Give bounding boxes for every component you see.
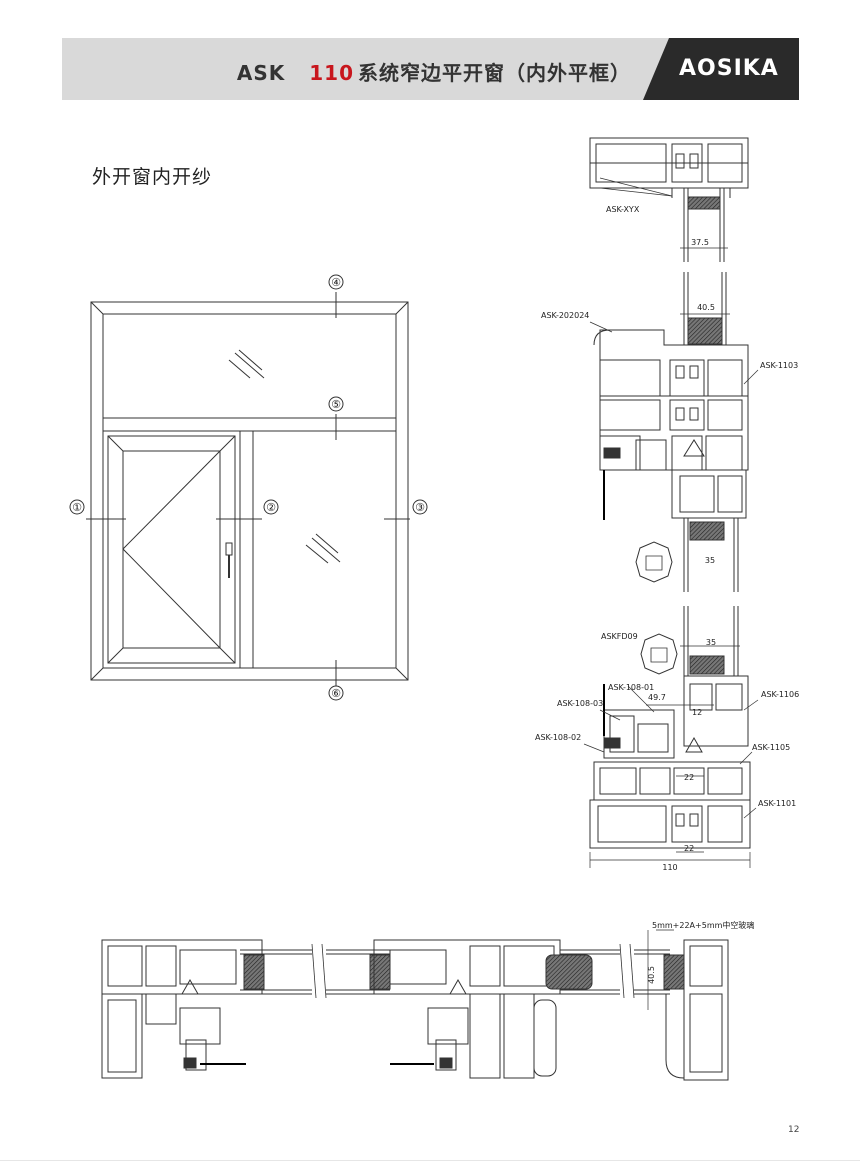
dim-bottom-glass: 35 xyxy=(706,638,716,647)
marker-2: ② xyxy=(266,501,276,514)
marker-4: ④ xyxy=(331,276,341,289)
marker-3: ③ xyxy=(415,501,425,514)
dim-horizontal-glass: 40.5 xyxy=(647,966,656,984)
dim-total-width: 110 xyxy=(662,863,677,872)
glass-spec-note: 5mm+22A+5mm中空玻璃 xyxy=(652,920,754,930)
label-ask-108-03: ASK-108-03 xyxy=(557,699,603,708)
dim-top-glass: 37.5 xyxy=(691,238,709,247)
brand-logo: AOSIKA xyxy=(643,38,799,100)
label-ask-xyx: ASK-XYX xyxy=(606,205,640,214)
label-ask-1101: ASK-1101 xyxy=(758,799,796,808)
section-title: 外开窗内开纱 xyxy=(92,166,213,188)
label-ask-1106: ASK-1106 xyxy=(761,690,799,699)
marker-1: ① xyxy=(72,501,82,514)
label-ask-1105: ASK-1105 xyxy=(752,743,790,752)
header-series-number: 110 xyxy=(309,61,354,85)
top-profile-section xyxy=(589,137,749,262)
dim-49-7: 49.7 xyxy=(648,693,666,702)
dim-middle-glass-top: 40.5 xyxy=(697,303,715,312)
dim-12: 12 xyxy=(692,708,702,717)
header-series-title: 系统窄边平开窗（内外平框） xyxy=(358,61,631,85)
middle-profile-section xyxy=(589,272,759,592)
dim-22b: 22 xyxy=(684,844,694,853)
page-number: 12 xyxy=(788,1125,800,1135)
label-askfd09: ASKFD09 xyxy=(601,632,638,641)
window-elevation xyxy=(90,301,409,681)
bottom-profile-section xyxy=(583,606,759,868)
footer-divider xyxy=(0,1160,860,1161)
label-ask-202024: ASK-202024 xyxy=(541,311,589,320)
dim-22a: 22 xyxy=(684,773,694,782)
header-model: ASK xyxy=(236,61,286,85)
label-ask-108-01: ASK-108-01 xyxy=(608,683,654,692)
marker-6: ⑥ xyxy=(331,687,341,700)
label-ask-1103: ASK-1103 xyxy=(760,361,798,370)
label-ask-108-02: ASK-108-02 xyxy=(535,733,581,742)
brand-name: AOSIKA xyxy=(679,56,779,81)
section-markers: ① ② ③ ④ ⑤ ⑥ xyxy=(69,274,428,701)
marker-5: ⑤ xyxy=(331,398,341,411)
dim-middle-glass-bottom: 35 xyxy=(705,556,715,565)
horizontal-section xyxy=(101,929,729,1081)
